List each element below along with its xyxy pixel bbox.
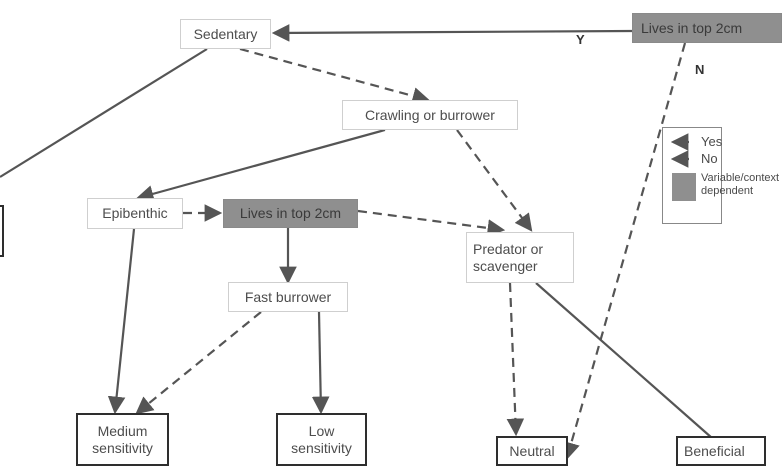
node-neutral: Neutral xyxy=(496,436,568,466)
edges-layer xyxy=(0,24,713,461)
legend-grey-swatch-icon xyxy=(672,173,696,201)
node-sedentary: Sedentary xyxy=(180,19,271,49)
legend-symbols xyxy=(670,133,696,201)
edge-label-yes: Y xyxy=(576,32,585,47)
edge-crawling-predator xyxy=(456,129,533,232)
edge-fastburrower-medium xyxy=(135,311,262,415)
edge-predator-neutral xyxy=(506,282,525,437)
node-crawling-or-burrower: Crawling or burrower xyxy=(342,100,518,130)
edge-label-no: N xyxy=(695,62,705,77)
node-low-sensitivity: Low sensitivity xyxy=(276,413,367,466)
legend: Yes No Variable/context dependent xyxy=(662,127,779,224)
node-fast-burrower: Fast burrower xyxy=(228,282,348,312)
node-beneficial: Beneficial xyxy=(676,436,766,466)
legend-solid-label: Yes xyxy=(701,134,723,149)
decision-tree-diagram: Sedentary Lives in top 2cm Crawling or b… xyxy=(0,13,782,466)
node-left-clipped xyxy=(0,205,4,257)
edge-lives-neutral xyxy=(562,42,687,461)
node-lives-in-top-2cm: Lives in top 2cm xyxy=(223,199,358,228)
edge-sedentary-crawling xyxy=(239,47,431,105)
legend-dashed-label: No xyxy=(701,151,718,166)
edge-crawling-epibenthic xyxy=(135,128,386,203)
edge-epibenthic-medium xyxy=(107,228,136,415)
node-medium-sensitivity: Medium sensitivity xyxy=(76,413,169,466)
node-epibenthic: Epibenthic xyxy=(87,198,183,229)
edge-predator-beneficial xyxy=(535,282,713,439)
legend-grey-label: Variable/context dependent xyxy=(701,172,780,197)
edge-lives-to-sedentary xyxy=(271,24,633,42)
edge-sedentary-left xyxy=(0,48,208,178)
node-lives-top-right: Lives in top 2cm xyxy=(632,13,782,43)
node-predator-or-scavenger: Predator or scavenger xyxy=(466,232,574,283)
edge-lives-predator xyxy=(357,209,506,237)
edge-fastburrower-low xyxy=(311,311,330,415)
